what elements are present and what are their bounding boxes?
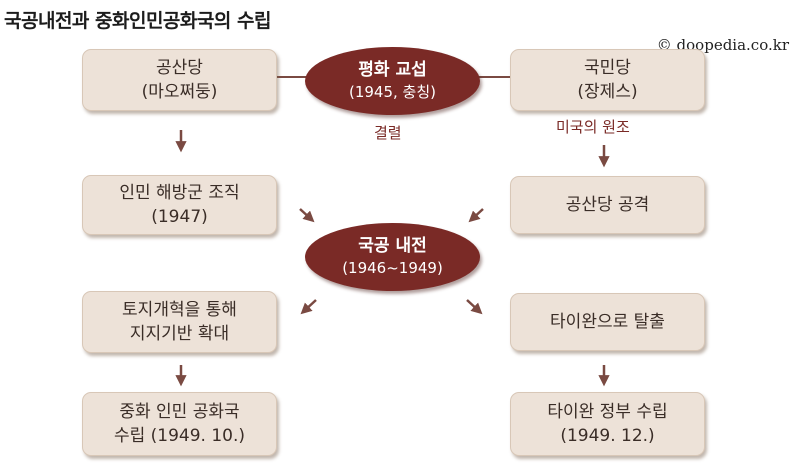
civil-war-years: (1946~1949) — [342, 259, 443, 277]
us-aid-note: 미국의 원조 — [556, 118, 630, 136]
peace-talks-label: 평화 교섭 — [358, 60, 427, 80]
communist-party-leader: (마오쩌둥) — [141, 82, 218, 102]
arrow-civil-war-to-flee — [466, 299, 483, 315]
nationalist-party-box: 국민당 (장제스) — [510, 49, 705, 111]
communist-party-box: 공산당 (마오쩌둥) — [82, 49, 277, 111]
peoples-army-box: 인민 해방군 조직 (1947) — [82, 175, 277, 235]
communist-party-name: 공산당 — [156, 58, 203, 78]
land-reform-box: 토지개혁을 통해 지지기반 확대 — [82, 291, 277, 353]
taiwan-government-line2: (1949. 12.) — [560, 426, 655, 446]
arrow-civil-war-to-land — [300, 299, 317, 315]
attack-communists-label: 공산당 공격 — [565, 195, 650, 215]
prc-founding-line2: 수립 (1949. 10.) — [113, 426, 246, 446]
connector-line-left — [277, 76, 307, 78]
nationalist-party-leader: (장제스) — [577, 82, 638, 102]
taiwan-government-box: 타이완 정부 수립 (1949. 12.) — [510, 392, 705, 456]
attack-communists-box: 공산당 공격 — [510, 176, 705, 234]
prc-founding-line1: 중화 인민 공화국 — [119, 402, 240, 422]
peoples-army-year: (1947) — [151, 207, 208, 227]
prc-founding-box: 중화 인민 공화국 수립 (1949. 10.) — [82, 392, 277, 456]
civil-war-oval: 국공 내전 (1946~1949) — [305, 223, 480, 291]
land-reform-line2: 지지기반 확대 — [129, 324, 230, 344]
peace-talks-detail: (1945, 충칭) — [348, 83, 436, 101]
arrow-attack-to-civil-war — [468, 208, 484, 223]
connector-line-right — [478, 76, 510, 78]
civil-war-label: 국공 내전 — [358, 236, 427, 256]
arrow-army-to-civil-war — [299, 208, 315, 223]
rupture-note: 결렬 — [374, 124, 402, 142]
flee-taiwan-box: 타이완으로 탈출 — [510, 293, 705, 351]
peoples-army-label: 인민 해방군 조직 — [119, 183, 240, 203]
taiwan-government-line1: 타이완 정부 수립 — [547, 402, 668, 422]
land-reform-line1: 토지개혁을 통해 — [122, 300, 237, 320]
nationalist-party-name: 국민당 — [584, 58, 631, 78]
peace-talks-oval: 평화 교섭 (1945, 충칭) — [305, 47, 480, 115]
diagram-title: 국공내전과 중화인민공화국의 수립 — [4, 10, 271, 32]
flee-taiwan-label: 타이완으로 탈출 — [550, 312, 665, 332]
